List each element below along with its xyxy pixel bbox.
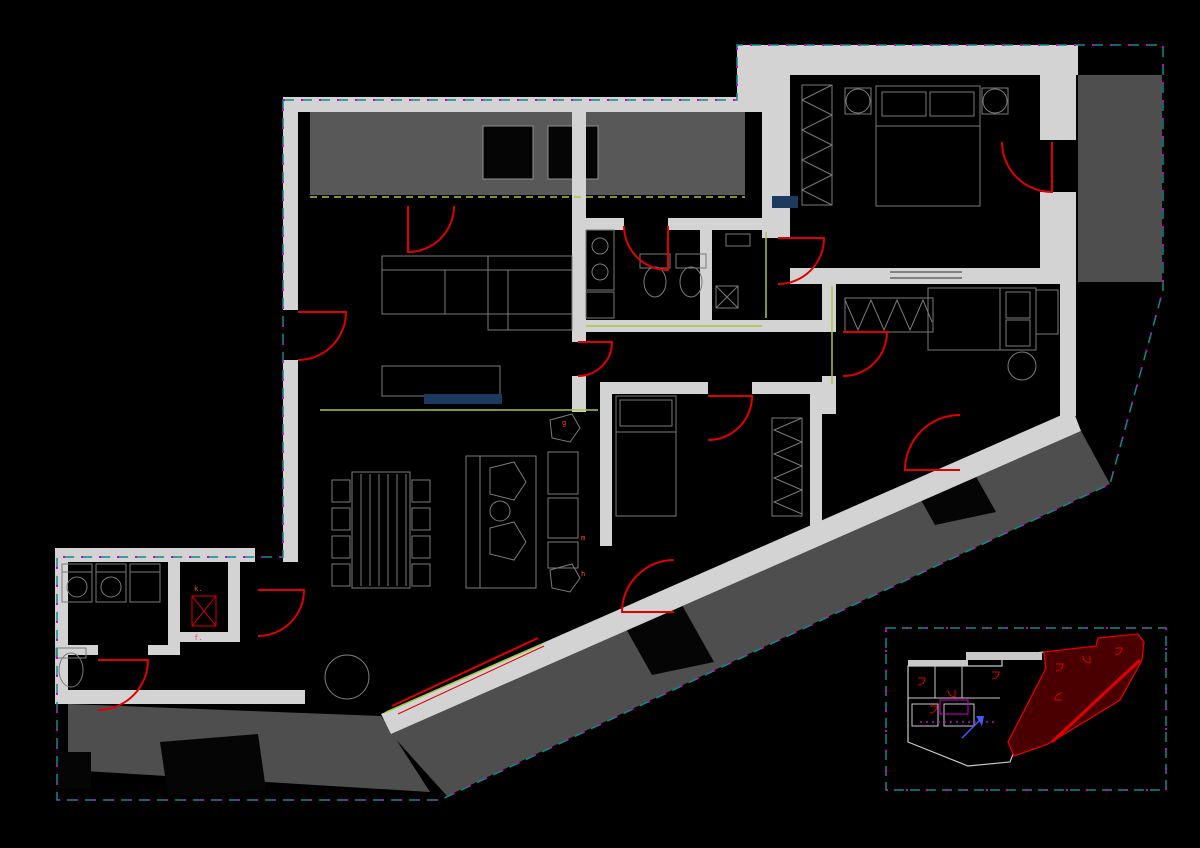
furniture-layer [55,84,1059,700]
svg-text:g: g [562,419,566,427]
svg-text:h: h [581,570,585,578]
svg-text:f.: f. [194,634,202,642]
site-boundary-layer [56,44,1164,801]
svg-text:m: m [581,534,585,542]
walls-layer [55,45,1081,734]
annotation-labels-layer: g m h k. f. [194,419,585,642]
door-swings-layer [97,141,1053,715]
svg-text:k.: k. [194,585,202,593]
minimap-inset[interactable] [885,627,1167,791]
glass-windows-layer [310,196,833,713]
